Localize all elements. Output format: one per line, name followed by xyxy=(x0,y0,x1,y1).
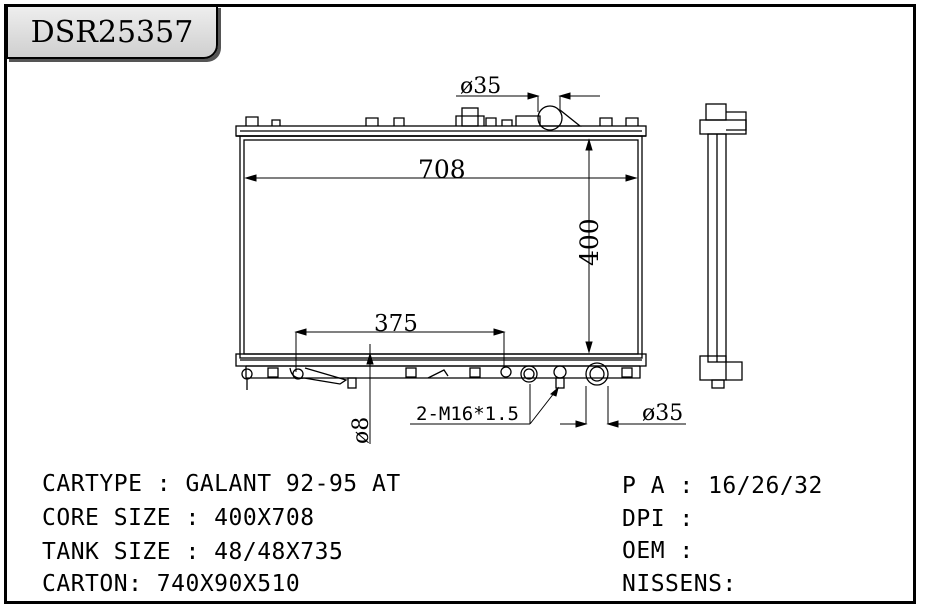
side-view xyxy=(699,103,747,389)
dim-height: 400 xyxy=(575,218,604,266)
dim-outlet-diameter: ø35 xyxy=(642,401,683,426)
dim-inlet-diameter: ø35 xyxy=(460,74,501,99)
spec-dpi: DPI : xyxy=(622,506,694,532)
spec-oem: OEM : xyxy=(622,538,694,564)
dim-pipe-spacing: 375 xyxy=(374,311,418,337)
dim-bottom-pin: ø8 xyxy=(349,417,374,444)
dimension-lines xyxy=(244,92,686,444)
dim-thread: 2-M16*1.5 xyxy=(416,403,519,425)
drawing-frame xyxy=(4,4,916,604)
dimension-labels: 708 400 375 ø35 ø35 ø8 2-M16*1.5 xyxy=(349,74,683,444)
top-tank xyxy=(235,105,647,137)
spec-pa: P A : 16/26/32 xyxy=(622,473,823,499)
spec-tank-size: TANK SIZE : 48/48X735 xyxy=(42,539,344,565)
bottom-tank xyxy=(235,353,647,390)
part-number: DSR25357 xyxy=(30,14,194,50)
spec-carton: CARTON: 740X90X510 xyxy=(42,571,301,597)
spec-cartype: CARTYPE : GALANT 92-95 AT xyxy=(42,471,401,497)
spec-nissens: NISSENS: xyxy=(622,571,737,597)
part-number-tab: DSR25357 xyxy=(6,5,218,59)
spec-core-size: CORE SIZE : 400X708 xyxy=(42,505,315,531)
dim-width: 708 xyxy=(418,155,466,184)
